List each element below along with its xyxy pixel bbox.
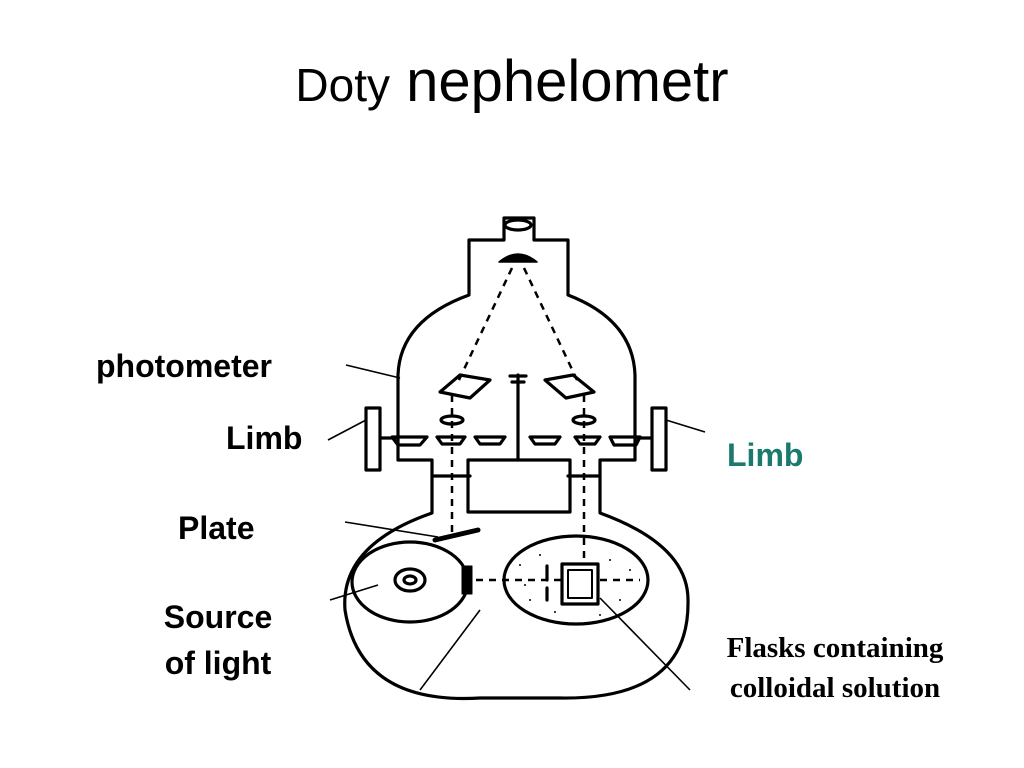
pointer-source [329,584,379,601]
label-plate: Plate [178,510,255,546]
pointer-plate [344,521,439,538]
eyepiece [503,218,533,232]
label-source-line2: of light [164,645,272,681]
plate-mirror [432,527,481,543]
title-word-nephelometr: nephelometr [406,49,729,114]
label-flasks-line2: colloidal solution [729,672,941,704]
light-source-housing [350,540,470,624]
pointer-limb-right [665,419,706,433]
slide-title: Doty nephelometr [0,48,1024,115]
label-flasks: Flasks containing colloidal solution [700,628,970,708]
label-limb-right: Limb [727,437,804,473]
instrument-body-outline [343,216,690,701]
pointer-limb-left [327,419,367,441]
objective-lens [498,253,538,263]
label-photometer: photometer [96,348,272,384]
label-limb-left: Limb [226,420,303,456]
pointer-flasks [599,597,691,691]
central-compartment [466,458,572,514]
light-source-lamp [393,567,427,593]
label-flasks-line1: Flasks containing [726,632,944,664]
prism-left [438,373,492,400]
flask [560,562,600,606]
title-word-doty: Doty [295,59,391,111]
label-source-line1: Source [163,599,273,635]
limb-knob-left [364,406,382,472]
label-source-of-light: Source of light [140,594,296,686]
limb-knob-right [650,406,668,472]
prism-right [543,373,596,400]
pointer-photometer [345,364,401,379]
